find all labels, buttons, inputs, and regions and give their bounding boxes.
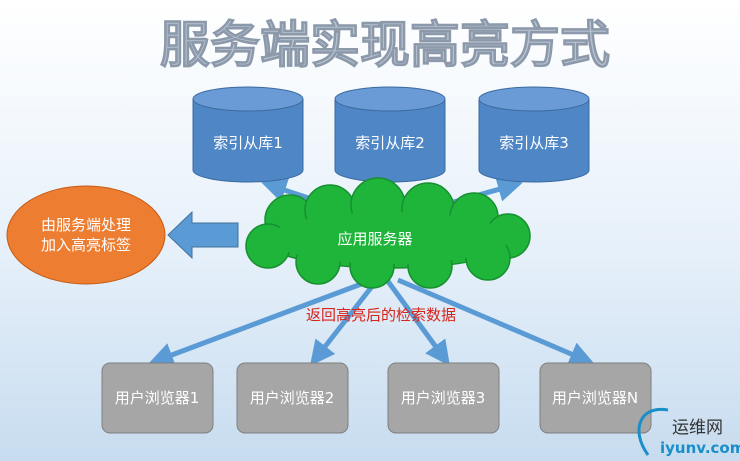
page-title: 服务端实现高亮方式 [160, 16, 610, 74]
database-2-label: 索引从库2 [355, 134, 425, 152]
arrow-server-to-browserN [397, 277, 595, 366]
browser-2: 用户浏览器2 [236, 362, 349, 434]
arrow-server-to-browser1 [148, 277, 373, 367]
process-note-line2: 加入高亮标签 [41, 236, 131, 254]
database-2: 索引从库2 [334, 86, 446, 183]
server-label: 应用服务器 [337, 230, 412, 248]
watermark: 运维网 iyunv.com [637, 407, 740, 457]
browser-n: 用户浏览器N [539, 362, 652, 434]
browser-3-label: 用户浏览器3 [401, 389, 486, 407]
process-note-line1: 由服务端处理 [41, 216, 131, 234]
block-arrow-left [167, 210, 239, 260]
browser-1-label: 用户浏览器1 [115, 389, 200, 407]
browser-n-label: 用户浏览器N [552, 389, 638, 407]
database-1-label: 索引从库1 [213, 134, 283, 152]
arrow-server-to-browser3 [384, 278, 450, 367]
browser-2-label: 用户浏览器2 [250, 389, 335, 407]
watermark-name: 运维网 [672, 418, 723, 438]
server-cloud-core [270, 212, 510, 264]
process-note: 由服务端处理 加入高亮标签 [6, 185, 166, 285]
return-data-label: 返回高亮后的检索数据 [306, 306, 456, 324]
watermark-url: iyunv.com [660, 439, 740, 457]
browser-1: 用户浏览器1 [101, 362, 214, 434]
arrow-server-to-browser2 [309, 278, 379, 366]
database-3-label: 索引从库3 [499, 134, 569, 152]
browser-3: 用户浏览器3 [387, 362, 500, 434]
database-1: 索引从库1 [192, 86, 304, 183]
watermark-swoosh-icon [637, 407, 669, 456]
database-3: 索引从库3 [478, 86, 590, 183]
